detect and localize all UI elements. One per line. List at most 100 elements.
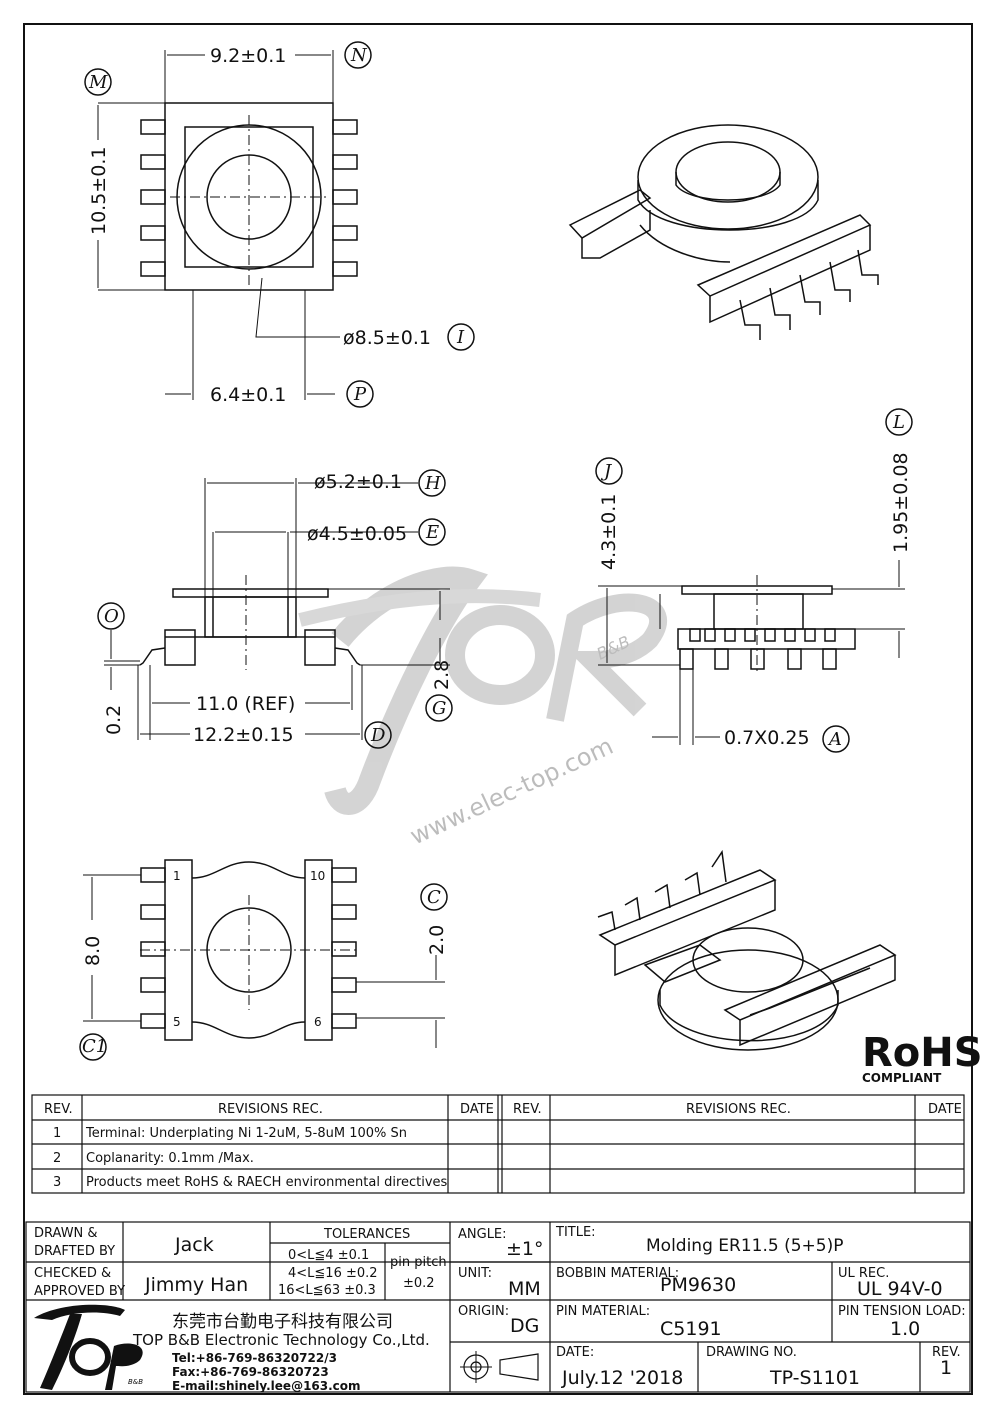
dim-overall-width: 12.2±0.15: [193, 724, 294, 746]
dim-width-top: 9.2±0.1: [210, 45, 286, 67]
label-h: H: [424, 473, 441, 494]
company-tel: Tel:+86-769-86320722/3: [172, 1351, 337, 1365]
pin-number-6: 6: [314, 1015, 322, 1029]
origin-label: ORIGIN:: [458, 1304, 509, 1319]
checked-label: CHECKED &: [34, 1266, 111, 1281]
rev-row-3-text: Products meet RoHS & RAECH environmental…: [86, 1175, 448, 1190]
watermark-url: www.elec-top.com: [406, 732, 618, 851]
company-email: E-mail:shinely.lee@163.com: [172, 1379, 361, 1393]
pin-pitch-value: ±0.2: [403, 1276, 435, 1291]
label-o: O: [104, 606, 119, 627]
label-i: I: [456, 327, 465, 348]
pin-number-1: 1: [173, 869, 181, 883]
company-fax: Fax:+86-769-86320723: [172, 1365, 329, 1379]
bobbin-value: PM9630: [660, 1274, 736, 1296]
rev-row-3-num: 3: [53, 1175, 61, 1190]
bottom-view: [83, 859, 445, 1048]
rev-row-2-num: 2: [53, 1151, 61, 1166]
pin-pitch-label: pin pitch: [390, 1255, 447, 1270]
bobbin-label: BOBBIN MATERIAL:: [556, 1266, 679, 1281]
dim-pad-span: 8.0: [82, 936, 104, 966]
label-c: C: [427, 887, 441, 908]
dim-total-height: 4.3±0.1: [598, 494, 620, 570]
angle-value: ±1°: [506, 1238, 544, 1260]
rev-row-1-text: Terminal: Underplating Ni 1-2uM, 5-8uM 1…: [85, 1126, 407, 1141]
dim-height-left: 10.5±0.1: [88, 147, 110, 235]
rev-header-rec-2: REVISIONS REC.: [686, 1102, 791, 1117]
pin-tension-value: 1.0: [890, 1318, 920, 1340]
rohs-mark: RoHS COMPLIANT: [862, 1030, 983, 1085]
label-d: D: [370, 725, 386, 746]
rohs-compliant: COMPLIANT: [862, 1071, 942, 1085]
company-logo: B&B: [34, 1304, 143, 1390]
label-n: N: [350, 45, 368, 66]
drawing-no-value: TP-S1101: [769, 1367, 860, 1389]
unit-label: UNIT:: [458, 1266, 492, 1281]
drawing-no-label: DRAWING NO.: [706, 1345, 797, 1360]
dim-core-dia: ø4.5±0.05: [307, 523, 407, 545]
pin-material-label: PIN MATERIAL:: [556, 1304, 650, 1319]
rev-row-2-text: Coplanarity: 0.1mm /Max.: [86, 1151, 254, 1166]
label-p: P: [353, 384, 367, 405]
tolerances-label: TOLERANCES: [323, 1227, 410, 1242]
rev-label: REV.: [932, 1345, 961, 1360]
ul-value: UL 94V-0: [857, 1278, 943, 1300]
checked-value: Jimmy Han: [144, 1274, 248, 1296]
rev-header-rev-2: REV.: [513, 1102, 542, 1117]
side-view: [104, 478, 450, 740]
dim-core-dia-top: ø8.5±0.1: [343, 327, 431, 349]
drafted-label: DRAFTED BY: [34, 1244, 115, 1259]
tol-row-1: 0<L≦4 ±0.1: [288, 1248, 369, 1263]
title-block: [25, 1221, 971, 1393]
company-name-en: TOP B&B Electronic Technology Co.,Ltd.: [132, 1331, 430, 1349]
label-a: A: [827, 729, 842, 750]
iso-view-top: [568, 124, 879, 340]
dim-flange-dia: ø5.2±0.1: [314, 471, 402, 493]
approved-label: APPROVED BY: [34, 1284, 125, 1299]
label-e: E: [425, 522, 439, 543]
tol-row-3: 16<L≦63 ±0.3: [278, 1283, 376, 1298]
rev-value: 1: [940, 1357, 952, 1379]
pin-number-5: 5: [173, 1015, 181, 1029]
revision-table: [31, 1094, 965, 1194]
pin-number-10: 10: [310, 869, 325, 883]
title-value: Molding ER11.5 (5+5)P: [646, 1236, 843, 1256]
drawn-label: DRAWN &: [34, 1226, 98, 1241]
label-j: J: [600, 461, 613, 482]
ul-label: UL REC.: [838, 1266, 889, 1281]
dim-width-ref: 11.0 (REF): [196, 693, 295, 715]
dim-pitch: 2.0: [426, 925, 448, 955]
label-l: L: [892, 412, 905, 433]
dim-height-side: 2.8: [431, 660, 453, 690]
front-view: [598, 560, 905, 745]
dim-pin-size: 0.7X0.25: [724, 727, 810, 749]
rev-header-date-2: DATE: [928, 1102, 962, 1117]
watermark: B&B www.elec-top.com: [298, 566, 667, 851]
unit-value: MM: [508, 1278, 541, 1300]
date-label: DATE:: [556, 1345, 594, 1360]
rev-header-rec: REVISIONS REC.: [218, 1102, 323, 1117]
label-c1: C1: [82, 1036, 107, 1057]
logo-sub: B&B: [128, 1378, 143, 1386]
pin-material-value: C5191: [660, 1318, 722, 1340]
drawn-value: Jack: [174, 1234, 214, 1256]
title-label: TITLE:: [555, 1225, 596, 1240]
company-name-cn: 东莞市台勤电子科技有限公司: [172, 1312, 393, 1332]
tol-row-2: 4<L≦16 ±0.2: [288, 1266, 378, 1281]
dim-flange-thickness: 1.95±0.08: [890, 452, 912, 553]
rev-header-rev: REV.: [44, 1102, 73, 1117]
label-g: G: [432, 698, 446, 719]
dim-pin-span-inner: 6.4±0.1: [210, 384, 286, 406]
origin-value: DG: [510, 1315, 539, 1337]
label-markers: [79, 41, 913, 1061]
dim-standoff: 0.2: [103, 705, 125, 735]
label-m: M: [88, 72, 108, 93]
rohs-title: RoHS: [862, 1030, 983, 1076]
rev-row-1-num: 1: [53, 1126, 61, 1141]
date-value: July.12 '2018: [561, 1367, 683, 1389]
angle-label: ANGLE:: [458, 1227, 507, 1242]
top-view: [97, 50, 358, 400]
pin-tension-label: PIN TENSION LOAD:: [838, 1304, 966, 1319]
iso-view-bottom: [597, 849, 897, 1051]
